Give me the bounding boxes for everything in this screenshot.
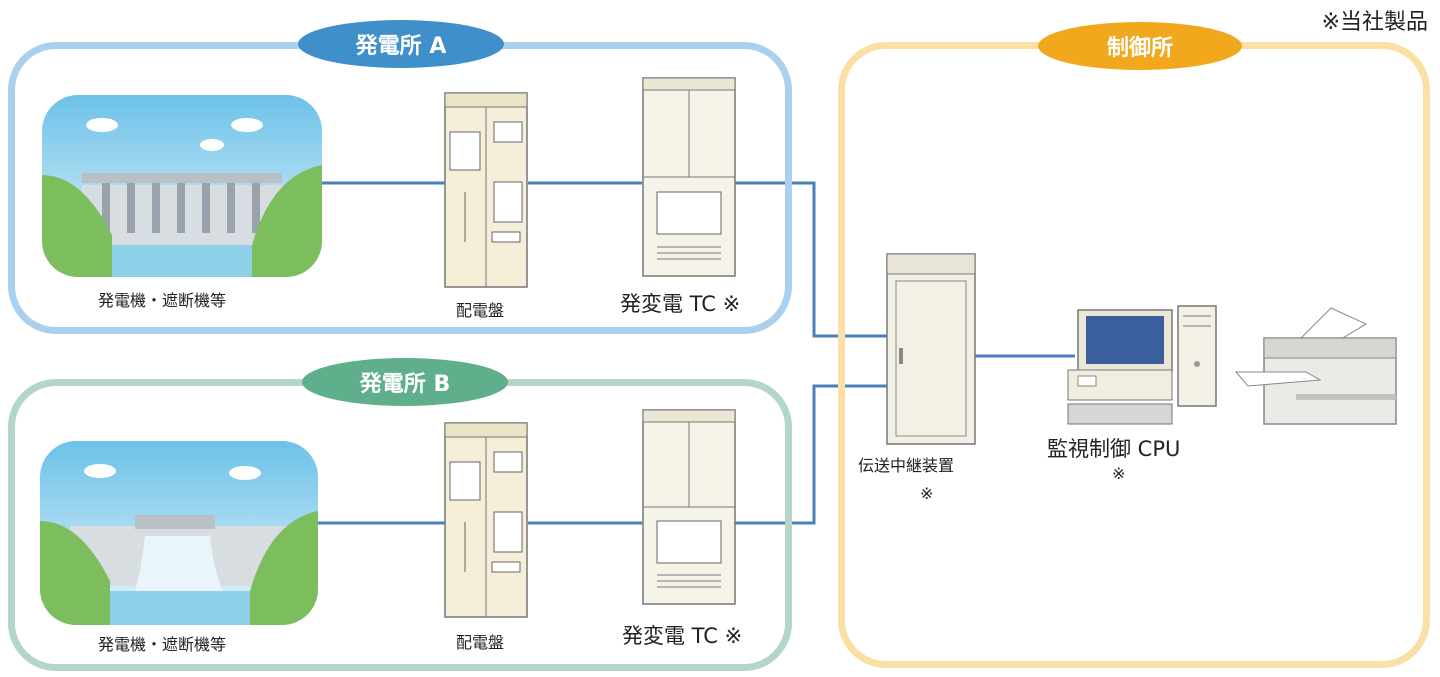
tc-b-label: 発変電 TC ※ <box>622 624 743 648</box>
tc-a-cabinet-icon <box>642 77 736 277</box>
monitoring-cpu-label: 監視制御 CPU <box>1047 437 1181 461</box>
dam-b-illustration <box>40 441 318 625</box>
switchboard-a-label: 配電盤 <box>456 301 505 320</box>
control-station-title: 制御所 <box>1038 22 1242 70</box>
station-b-title: 発電所 B <box>302 358 508 406</box>
relay-device-mark: ※ <box>920 484 934 503</box>
product-note: ※当社製品 <box>1321 10 1428 35</box>
tc-b-cabinet-icon <box>642 409 736 605</box>
switchboard-b-label: 配電盤 <box>456 633 505 652</box>
printer-icon <box>1234 307 1397 425</box>
switchboard-b-icon <box>444 422 528 618</box>
switchboard-a-icon <box>444 92 528 288</box>
tc-a-label: 発変電 TC ※ <box>620 292 741 316</box>
dam-a-illustration <box>42 95 322 277</box>
dam-a-label: 発電機・遮断機等 <box>98 291 227 310</box>
station-a-title: 発電所 A <box>298 20 504 68</box>
monitoring-cpu-icon <box>1067 305 1217 425</box>
monitoring-cpu-mark: ※ <box>1112 464 1126 483</box>
relay-device-icon <box>886 253 976 445</box>
relay-device-label: 伝送中継装置 <box>858 456 955 475</box>
dam-b-label: 発電機・遮断機等 <box>98 635 227 654</box>
